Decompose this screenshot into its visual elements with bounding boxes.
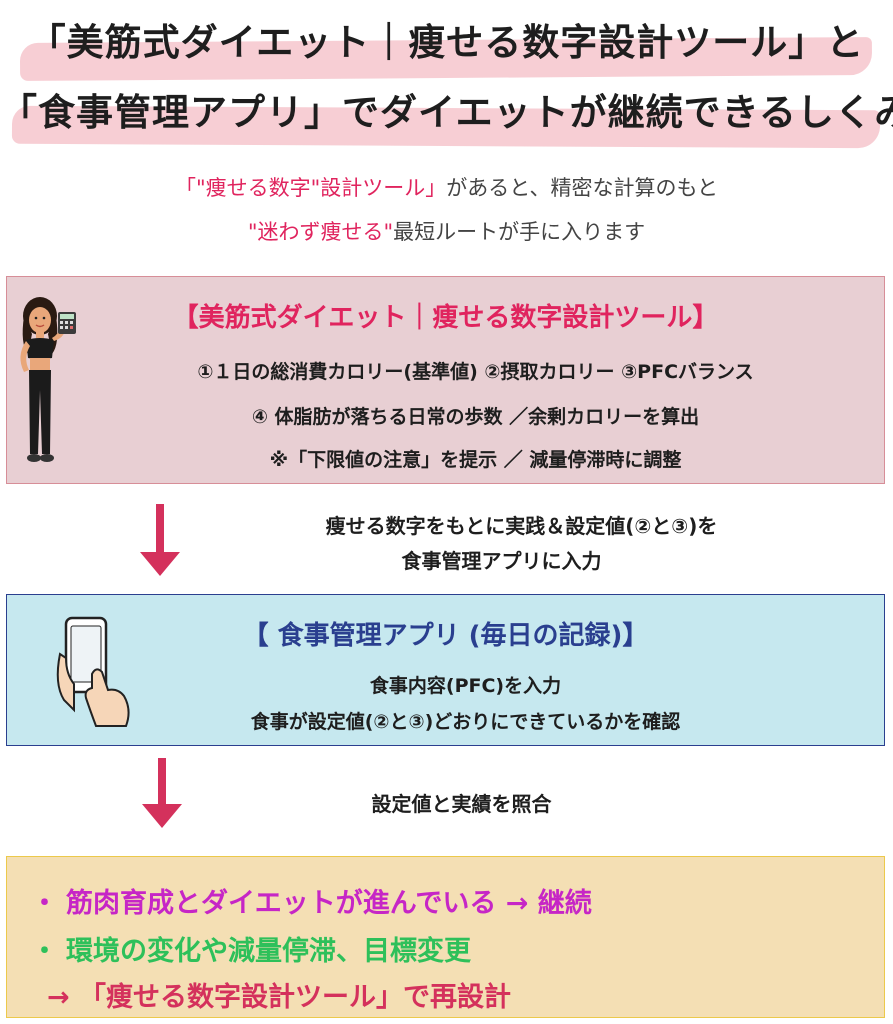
- down-arrow-icon: [140, 504, 180, 576]
- hand-holding-smartphone-icon: [56, 616, 130, 727]
- page-title-line-2: 「食事管理アプリ」でダイエットが継続できるしくみ: [0, 91, 893, 134]
- tool-box: 【美筋式ダイエット｜痩せる数字設計ツール】 ①１日の総消費カロリー(基準値) ②…: [6, 276, 885, 484]
- result-item-change: ・環境の変化や減量停滞、目標変更: [31, 929, 471, 968]
- page-title-line-1: 「美筋式ダイエット｜痩せる数字設計ツール」と: [28, 21, 865, 64]
- lead-highlight-1: 「"痩せる数字"設計ツール」: [174, 176, 447, 200]
- tool-box-title: 【美筋式ダイエット｜痩せる数字設計ツール】: [172, 303, 719, 333]
- lead-text-1: 「"痩せる数字"設計ツール」があると、精密な計算のもと: [0, 172, 893, 202]
- step-1-text-line-2: 食事管理アプリに入力: [401, 549, 602, 573]
- down-arrow-icon: [142, 758, 182, 828]
- lead-rest-1: があると、精密な計算のもと: [446, 176, 719, 200]
- woman-with-calculator-icon: [20, 297, 76, 462]
- result-item-continue: ・筋肉育成とダイエットが進んでいる → 継続: [31, 881, 592, 920]
- step-1-text-line-1: 痩せる数字をもとに実践＆設定値(②と③)を: [325, 514, 718, 538]
- app-box-title: 【 食事管理アプリ (毎日の記録)】: [242, 621, 649, 651]
- result-item-redesign: → 「痩せる数字設計ツール」で再設計: [47, 982, 512, 1013]
- lead-highlight-2: "迷わず痩せる": [247, 220, 394, 244]
- tool-box-line-2: ④ 体脂肪が落ちる日常の歩数 ／余剰カロリーを算出: [251, 406, 700, 428]
- bullet: ・: [31, 936, 58, 967]
- lead-rest-2: 最短ルートが手に入ります: [393, 220, 646, 244]
- lead-text-2: "迷わず痩せる"最短ルートが手に入ります: [0, 216, 893, 246]
- app-box: 【 食事管理アプリ (毎日の記録)】 食事内容(PFC)を入力 食事が設定値(②…: [6, 594, 885, 746]
- step-2-text: 設定値と実績を照合: [371, 792, 552, 816]
- tool-box-line-3: ※「下限値の注意」を提示 ／ 減量停滞時に調整: [269, 449, 682, 471]
- bullet: ・: [31, 888, 58, 919]
- app-box-line-2: 食事が設定値(②と③)どおりにできているかを確認: [250, 711, 681, 733]
- tool-box-line-1: ①１日の総消費カロリー(基準値) ②摂取カロリー ③PFCバランス: [197, 361, 754, 383]
- app-box-line-1: 食事内容(PFC)を入力: [369, 675, 562, 697]
- result-box: ・筋肉育成とダイエットが進んでいる → 継続 ・環境の変化や減量停滞、目標変更 …: [6, 856, 885, 1018]
